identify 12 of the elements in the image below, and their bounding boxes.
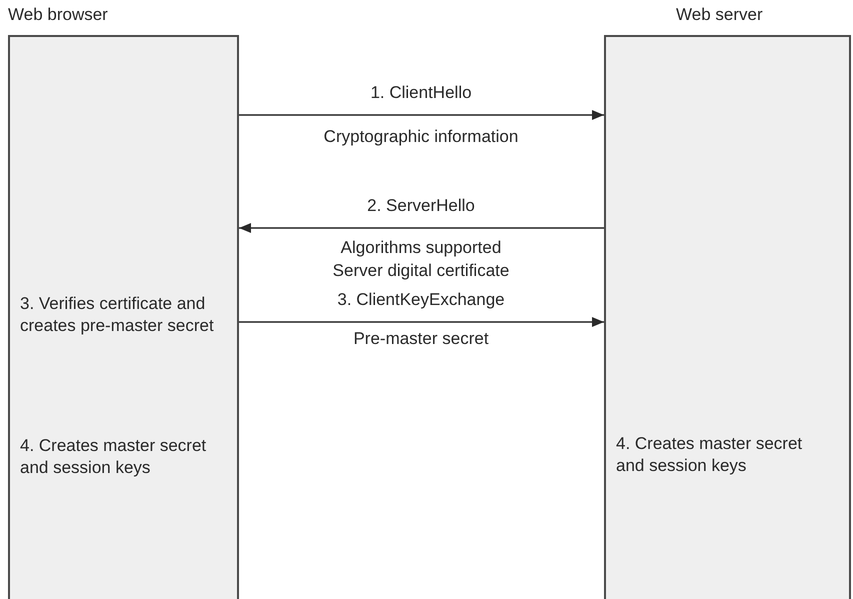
- message-content: Algorithms supported Server digital certificate: [332, 237, 510, 282]
- message-content: Pre-master secret: [352, 328, 490, 350]
- participant-heading: Web browser: [8, 5, 108, 25]
- message-arrow: [239, 110, 604, 120]
- message-arrow: [239, 223, 604, 233]
- edge-label: 3. ClientKeyExchange: [337, 290, 505, 310]
- message-content: Cryptographic information: [322, 126, 520, 148]
- participant-heading: Web server: [676, 5, 763, 25]
- step-text: 4. Creates master secret and session keys: [20, 435, 208, 479]
- step-text: 3. Verifies certificate and creates pre-master secret: [20, 293, 215, 337]
- step-text: 4. Creates master secret and session keys: [616, 433, 804, 477]
- message-arrow: [239, 317, 604, 327]
